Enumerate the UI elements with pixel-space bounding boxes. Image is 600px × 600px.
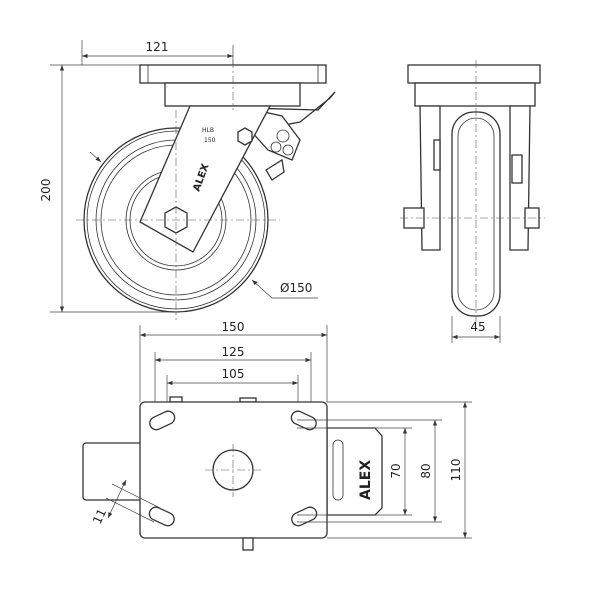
outer-y-spacing-label: 80 <box>419 463 433 478</box>
fork-marking-2: 150 <box>204 137 216 144</box>
swivel-head <box>164 82 301 107</box>
pedal-logo: ALEX <box>358 460 374 500</box>
slot-width-label: 11 <box>90 507 109 527</box>
diameter-label: Ø150 <box>280 281 312 295</box>
inner-y-spacing-label: 70 <box>389 463 403 478</box>
nut <box>237 127 253 146</box>
front-view: 45 <box>400 60 545 343</box>
inner-hole-spacing-label: 105 <box>222 367 245 381</box>
brake-shoe <box>265 158 285 181</box>
height-label: 200 <box>39 179 53 202</box>
tyre-width-label: 45 <box>470 320 485 334</box>
plate-length-label: 150 <box>222 320 245 334</box>
top-view: 150 125 105 ALEX 11 70 80 110 <box>82 320 472 551</box>
mounting-slots <box>148 410 318 527</box>
brake-bolt <box>242 537 254 551</box>
side-view: 121 200 ALEX HLB 150 Ø150 <box>39 40 336 320</box>
lock-tab <box>82 442 144 501</box>
offset-label: 121 <box>146 40 169 54</box>
plate-width-label: 110 <box>449 459 463 482</box>
diameter-leader <box>251 279 318 299</box>
fork-marking: HLB <box>202 127 214 134</box>
outer-hole-spacing-label: 125 <box>222 345 245 359</box>
